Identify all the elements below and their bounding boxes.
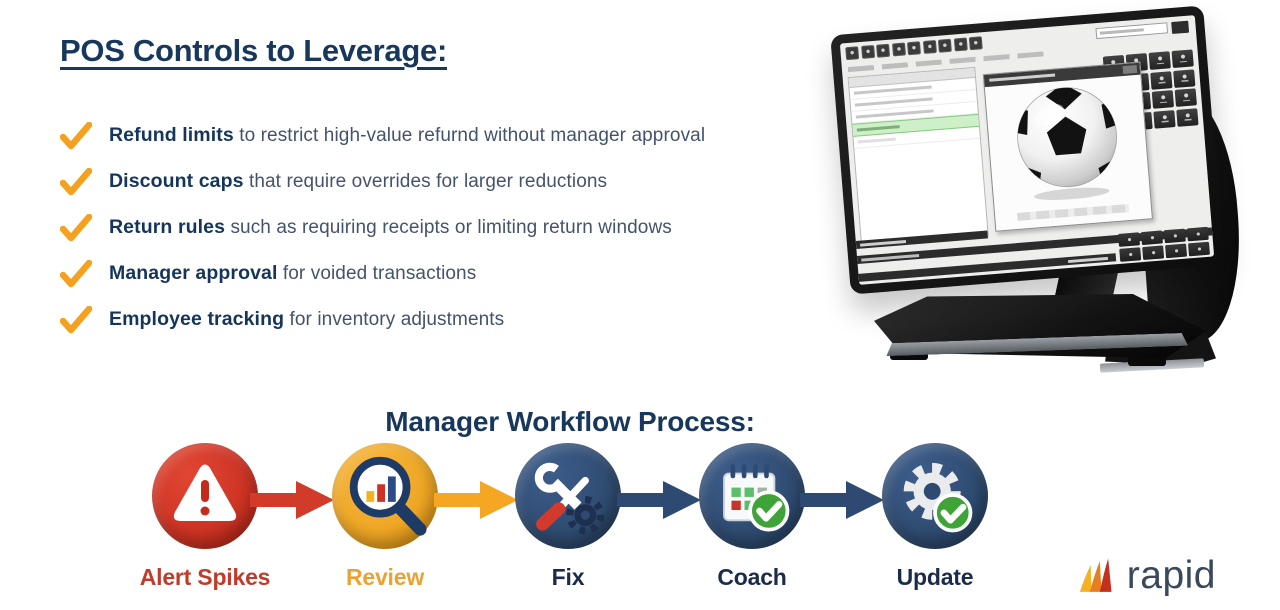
pos-screen-mini-keypad-button bbox=[1142, 245, 1165, 261]
pos-screen-toolbar-button bbox=[968, 36, 983, 51]
pos-screen-search-field bbox=[1095, 22, 1169, 40]
workflow-step-label: Update bbox=[896, 564, 974, 590]
pos-screen-toolbar-button bbox=[845, 46, 860, 61]
pos-screen-toolbar-button bbox=[937, 38, 952, 53]
wrench-screwdriver-icon bbox=[527, 455, 609, 537]
pos-screen-keypad-button bbox=[1175, 88, 1197, 107]
check-icon bbox=[60, 121, 92, 150]
pos-screen-keypad-button bbox=[1151, 90, 1174, 109]
workflow-step-coach bbox=[699, 443, 805, 549]
workflow-step-label: Review bbox=[345, 564, 425, 590]
arrow-right-icon bbox=[800, 481, 884, 519]
warning-triangle-icon bbox=[169, 460, 241, 532]
check-icon bbox=[60, 305, 92, 334]
pos-screen-mini-keypad bbox=[1118, 226, 1210, 262]
pos-screen-keypad-button bbox=[1176, 107, 1199, 127]
brand-logo: rapid bbox=[1074, 554, 1216, 598]
arrow-right-icon bbox=[434, 481, 518, 519]
terminal-monitor bbox=[830, 5, 1224, 295]
list-item-text: such as requiring receipts or limiting r… bbox=[225, 217, 672, 239]
list-item-bold: Discount caps bbox=[109, 170, 244, 193]
pos-screen-item-table bbox=[847, 66, 989, 247]
pos-screen-mini-keypad-button bbox=[1165, 243, 1188, 259]
pos-terminal-image bbox=[828, 5, 1248, 380]
pos-screen-mini-keypad-button bbox=[1118, 232, 1141, 247]
pos-screen-toolbar-button bbox=[860, 44, 875, 59]
workflow-step-label: Fix bbox=[551, 564, 585, 590]
pos-screen-search-button bbox=[1171, 20, 1190, 34]
calendar-check-icon bbox=[710, 454, 794, 538]
pos-screen-keypad-button bbox=[1153, 109, 1176, 129]
workflow-title: Manager Workflow Process: bbox=[385, 406, 755, 438]
list-item: Refund limits to restrict high-value ref… bbox=[60, 121, 820, 150]
pos-screen-keypad-button bbox=[1148, 51, 1171, 70]
workflow-step-review bbox=[332, 443, 438, 549]
arrow-right-icon bbox=[617, 481, 701, 519]
magnifier-bar-chart-icon bbox=[341, 452, 429, 540]
pos-controls-title: POS Controls to Leverage: bbox=[60, 32, 447, 68]
list-item-text: for inventory adjustments bbox=[284, 309, 505, 331]
pos-screen-mini-keypad-button bbox=[1188, 241, 1210, 257]
rapid-logo-icon bbox=[1074, 554, 1124, 598]
pos-screen-toolbar-button bbox=[891, 42, 906, 57]
list-item: Manager approval for voided transactions bbox=[60, 259, 820, 288]
check-icon bbox=[60, 213, 92, 242]
list-item-text: for voided transactions bbox=[277, 263, 477, 285]
pos-screen-keypad-button bbox=[1173, 68, 1196, 88]
workflow-step-label: Coach bbox=[717, 564, 787, 590]
pos-screen-mini-keypad-button bbox=[1119, 247, 1142, 262]
pos-screen-toolbar-button bbox=[906, 41, 921, 56]
list-item: Return rules such as requiring receipts … bbox=[60, 213, 820, 242]
list-item-text: to restrict high-value refurnd without m… bbox=[233, 125, 706, 147]
pos-screen-keypad-button bbox=[1150, 70, 1173, 90]
list-item-bold: Employee tracking bbox=[109, 308, 285, 331]
check-icon bbox=[60, 259, 92, 288]
pos-screen-toolbar bbox=[845, 36, 983, 61]
list-item-bold: Return rules bbox=[109, 216, 226, 239]
pos-screen bbox=[839, 15, 1215, 285]
list-item-text: that require overrides for larger reduct… bbox=[243, 171, 608, 193]
arrow-right-icon bbox=[250, 481, 334, 519]
brand-name: rapid bbox=[1126, 554, 1216, 597]
pos-screen-mini-keypad-button bbox=[1163, 228, 1186, 244]
pos-screen-toolbar-button bbox=[876, 43, 891, 58]
workflow-step-update bbox=[882, 443, 988, 549]
list-item-bold: Refund limits bbox=[109, 124, 234, 147]
list-item-bold: Manager approval bbox=[109, 262, 278, 285]
pos-screen-product-dialog bbox=[982, 61, 1153, 232]
pos-controls-section: POS Controls to Leverage: Refund limits … bbox=[60, 12, 820, 352]
pos-screen-keypad-button bbox=[1171, 49, 1194, 69]
workflow-step-alert-spikes bbox=[152, 443, 258, 549]
pos-controls-list: Refund limits to restrict high-value ref… bbox=[60, 121, 820, 334]
pos-screen-mini-keypad-button bbox=[1140, 230, 1163, 246]
pos-screen-toolbar-button bbox=[922, 39, 937, 54]
pos-screen-toolbar-button bbox=[953, 37, 968, 52]
gear-check-icon bbox=[893, 454, 977, 538]
workflow-step-label: Alert Spikes bbox=[139, 564, 271, 590]
pos-screen-mini-keypad-button bbox=[1186, 226, 1209, 242]
terminal-foot bbox=[1128, 356, 1166, 366]
list-item: Employee tracking for inventory adjustme… bbox=[60, 305, 820, 334]
soccer-ball-image bbox=[1009, 79, 1127, 210]
list-item: Discount caps that require overrides for… bbox=[60, 167, 820, 196]
check-icon bbox=[60, 167, 92, 196]
workflow-step-fix bbox=[515, 443, 621, 549]
